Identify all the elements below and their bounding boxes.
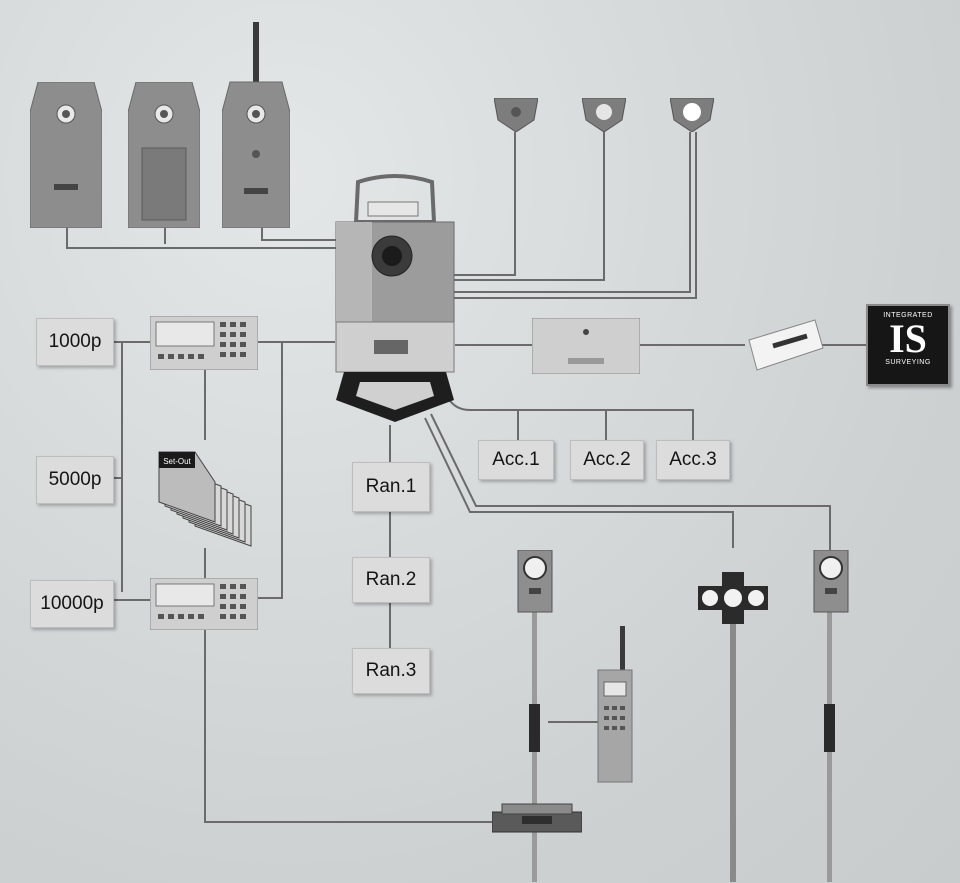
remote-radio-unit — [222, 22, 290, 228]
keyboard-top — [150, 316, 258, 370]
accessory-2-label: Acc.2 — [583, 449, 631, 471]
base-plate — [492, 802, 582, 838]
lamp-off — [494, 98, 538, 132]
remote-unit-icon — [30, 82, 102, 228]
memory-5000p-label: 5000p — [49, 469, 102, 491]
range-2-label: Ran.2 — [366, 569, 417, 591]
range-2: Ran.2 — [352, 557, 430, 603]
card-stack: Set-Out — [155, 448, 259, 548]
logo-mark: IS — [868, 319, 948, 359]
card-stack-label: Set-Out — [163, 457, 191, 466]
lamp-icon — [494, 98, 538, 132]
range-3-label: Ran.3 — [366, 660, 417, 682]
reflector-icon — [812, 550, 850, 614]
memory-card — [745, 318, 825, 372]
lamp-icon — [582, 98, 626, 132]
integrated-surveying-logo: INTEGRATED IS SURVEYING — [866, 304, 950, 386]
accessory-2: Acc.2 — [570, 440, 644, 480]
radio-unit-icon — [222, 22, 290, 228]
handset-icon — [596, 626, 634, 784]
accessory-1-label: Acc.1 — [492, 449, 540, 471]
memory-5000p: 5000p — [36, 456, 114, 504]
lamp-icon — [670, 98, 714, 132]
logo-bottom-text: SURVEYING — [868, 359, 948, 366]
card-stack-icon: Set-Out — [155, 448, 259, 548]
lamp-bright — [670, 98, 714, 132]
memory-10000p-label: 10000p — [40, 593, 103, 615]
pole-radio-handset — [596, 626, 634, 784]
reflector-icon — [516, 550, 554, 614]
memory-10000p: 10000p — [30, 580, 114, 628]
ground-controller — [532, 318, 640, 374]
keyboard-icon — [150, 578, 258, 630]
reflector-pole-1 — [516, 550, 554, 614]
accessory-3: Acc.3 — [656, 440, 730, 480]
range-1: Ran.1 — [352, 462, 430, 512]
base-plate-icon — [492, 802, 582, 838]
prism-cluster-icon — [698, 572, 768, 624]
controller-box-icon — [532, 318, 640, 374]
total-station — [330, 170, 460, 428]
remote-unit-2 — [128, 82, 200, 228]
prism-cluster — [698, 572, 768, 624]
accessory-1: Acc.1 — [478, 440, 554, 480]
range-3: Ran.3 — [352, 648, 430, 694]
lamp-dim — [582, 98, 626, 132]
keyboard-bottom — [150, 578, 258, 630]
card-icon — [745, 318, 825, 372]
range-1-label: Ran.1 — [366, 476, 417, 498]
total-station-icon — [330, 170, 460, 428]
remote-unit-1 — [30, 82, 102, 228]
memory-1000p-label: 1000p — [49, 331, 102, 353]
accessory-3-label: Acc.3 — [669, 449, 717, 471]
memory-1000p: 1000p — [36, 318, 114, 366]
reflector-pole-2 — [812, 550, 850, 614]
remote-unit-icon — [128, 82, 200, 228]
keyboard-icon — [150, 316, 258, 370]
